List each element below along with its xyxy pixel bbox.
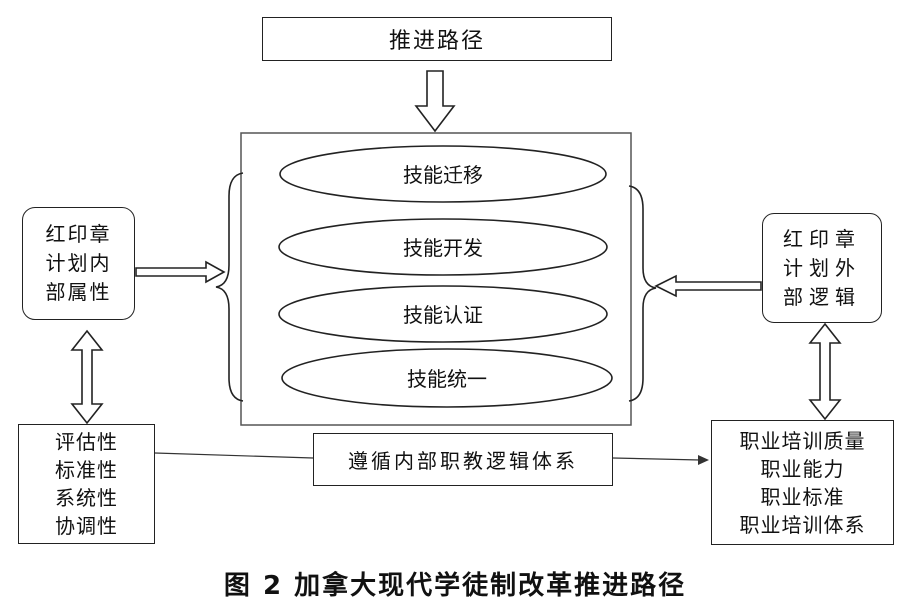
- right-arrow-icon: [135, 260, 226, 284]
- connector-line-left: [154, 452, 314, 459]
- skill-label-transfer: 技能迁移: [403, 163, 483, 187]
- top-path-box: 推进路径: [262, 17, 612, 61]
- right-external-logic-label: 红印章 计划外 部逻辑: [783, 226, 861, 309]
- internal-logic-system-box: 遵循内部职教逻辑体系: [313, 433, 613, 486]
- vocational-training-label: 职业培训质量 职业能力 职业标准 职业培训体系: [739, 428, 866, 537]
- right-brace: [628, 185, 657, 402]
- skill-ellipse-certification: [278, 285, 608, 343]
- center-frame: [240, 132, 632, 426]
- right-double-arrow-icon: [808, 322, 842, 421]
- figure-caption: 图 2 加拿大现代学徒制改革推进路径: [223, 571, 687, 601]
- top-path-label: 推进路径: [388, 29, 485, 54]
- right-external-logic-box: 红印章 计划外 部逻辑: [762, 213, 882, 323]
- left-arrow-icon: [654, 274, 762, 298]
- properties-label: 评估性 标准性 系统性 协调性: [55, 430, 118, 538]
- left-double-arrow-icon: [70, 329, 104, 425]
- skill-ellipse-transfer: [279, 145, 607, 203]
- internal-logic-system-label: 遵循内部职教逻辑体系: [348, 449, 578, 473]
- skill-ellipse-development: [278, 218, 608, 276]
- skill-label-certification: 技能认证: [403, 303, 483, 327]
- properties-box: 评估性 标准性 系统性 协调性: [18, 424, 155, 544]
- left-internal-attribute-label: 红印章 计划内 部属性: [45, 222, 112, 304]
- left-internal-attribute-box: 红印章 计划内 部属性: [22, 207, 135, 320]
- vocational-training-box: 职业培训质量 职业能力 职业标准 职业培训体系: [711, 420, 894, 545]
- skill-label-development: 技能开发: [403, 236, 483, 260]
- connector-line-right: [612, 457, 701, 461]
- connector-arrowhead-icon: [698, 455, 709, 465]
- left-brace: [215, 172, 244, 402]
- down-arrow-icon: [414, 70, 456, 133]
- skill-ellipse-unification: [281, 348, 613, 408]
- skill-label-unification: 技能统一: [407, 367, 487, 391]
